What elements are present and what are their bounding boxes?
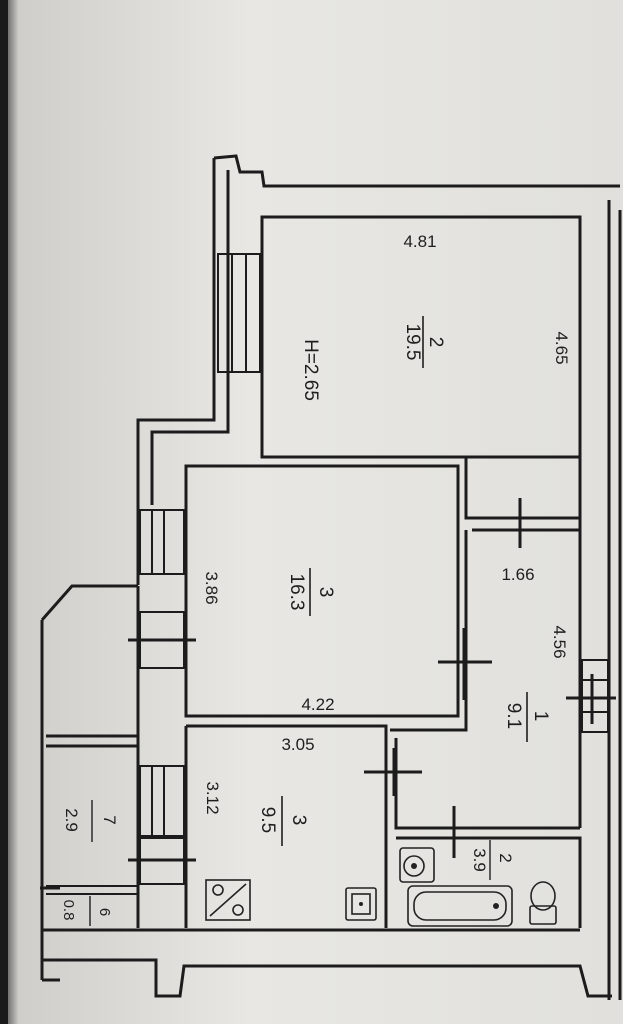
room-2-length-label: 4.65 (552, 331, 571, 364)
interior-walls (40, 215, 582, 928)
living-room-area-label: 16.3 (286, 574, 307, 611)
toilet-fixture (529, 881, 557, 925)
living-room-length-label: 3.86 (202, 571, 221, 604)
hall-number-label: 1 (530, 711, 551, 722)
balcony-number-label: 7 (100, 815, 119, 824)
hall-length-label: 4.56 (550, 625, 569, 658)
storage-number-label: 6 (96, 908, 113, 916)
hall-width-label: 1.66 (501, 565, 534, 584)
room-2-area-label: 19.5 (402, 324, 423, 361)
room-2-number-label: 2 (425, 337, 446, 348)
hall-area-label: 9.1 (503, 703, 524, 729)
balcony-doors (128, 611, 196, 885)
kitchen-length-label: 3.12 (203, 781, 222, 814)
left-dark-edge (0, 0, 8, 1024)
living-room-number-label: 3 (315, 587, 336, 598)
outer-walls (40, 154, 622, 1000)
room-2-height-label: H=2.65 (300, 339, 321, 401)
kitchen-number-label: 3 (288, 815, 309, 826)
stove-fixture (205, 879, 251, 921)
bath-area-label: 3.9 (470, 848, 489, 872)
kitchen-width-label: 3.05 (281, 735, 314, 754)
room-2-width-label: 4.81 (403, 232, 436, 251)
living-room-width-label: 4.22 (301, 695, 334, 714)
bath-number-label: 2 (496, 853, 515, 862)
kitchen-sink-fixture (345, 887, 377, 921)
kitchen-area-label: 9.5 (257, 807, 278, 833)
windows (139, 253, 609, 837)
sink-fixture (399, 847, 435, 883)
bathtub-fixture (407, 885, 513, 927)
door-markers (364, 498, 616, 858)
storage-area-label: 0.8 (60, 900, 77, 921)
balcony-area-label: 2.9 (62, 808, 81, 832)
